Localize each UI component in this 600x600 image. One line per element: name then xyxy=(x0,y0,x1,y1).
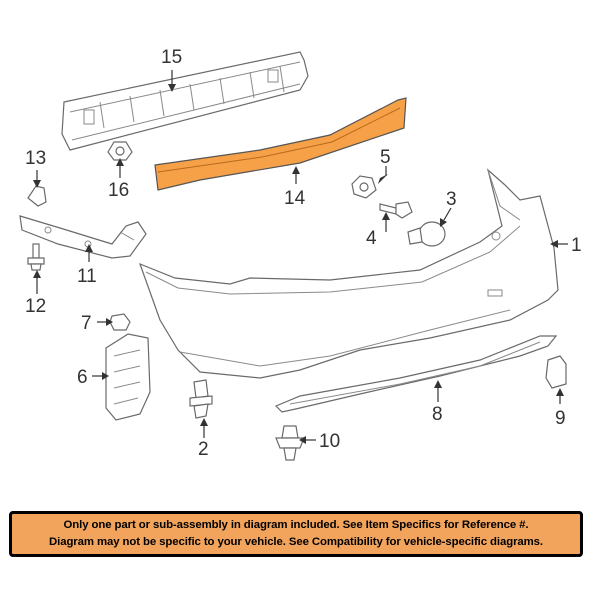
callout-16: 16 xyxy=(108,180,129,201)
callout-3: 3 xyxy=(446,189,457,210)
callout-1: 1 xyxy=(571,235,582,256)
callout-9: 9 xyxy=(555,408,566,429)
nut-part xyxy=(351,175,377,199)
callout-10: 10 xyxy=(319,431,340,452)
callout-7: 7 xyxy=(81,313,92,334)
sensor-part xyxy=(407,221,446,247)
disclaimer-line-2: Diagram may not be specific to your vehi… xyxy=(49,536,543,548)
push-clip-part xyxy=(275,425,305,461)
callout-5: 5 xyxy=(380,147,391,168)
side-retainer-part xyxy=(105,333,151,421)
lower-molding-part xyxy=(274,335,558,413)
reinforcement-bar-part xyxy=(61,51,309,151)
callout-8: 8 xyxy=(432,404,443,425)
disclaimer-banner: Only one part or sub-assembly in diagram… xyxy=(9,511,583,557)
bumper-cover-part xyxy=(138,168,559,379)
screw-part-12 xyxy=(27,243,45,271)
side-clip-part xyxy=(545,355,567,389)
callout-4: 4 xyxy=(366,228,377,249)
callout-15: 15 xyxy=(161,47,182,68)
callout-11: 11 xyxy=(77,266,97,287)
callout-2: 2 xyxy=(198,439,209,460)
leader-lines xyxy=(33,70,568,444)
clip-nut-part xyxy=(107,141,133,161)
energy-absorber-part-highlighted xyxy=(154,97,407,191)
bracket-clip-part xyxy=(27,185,47,207)
screw-part-2 xyxy=(189,379,213,419)
bolt-part-4 xyxy=(379,201,413,219)
disclaimer-line-1: Only one part or sub-assembly in diagram… xyxy=(63,519,529,531)
callout-6: 6 xyxy=(77,367,88,388)
callout-12: 12 xyxy=(25,296,46,317)
callout-14: 14 xyxy=(284,188,306,209)
callout-13: 13 xyxy=(25,148,46,169)
